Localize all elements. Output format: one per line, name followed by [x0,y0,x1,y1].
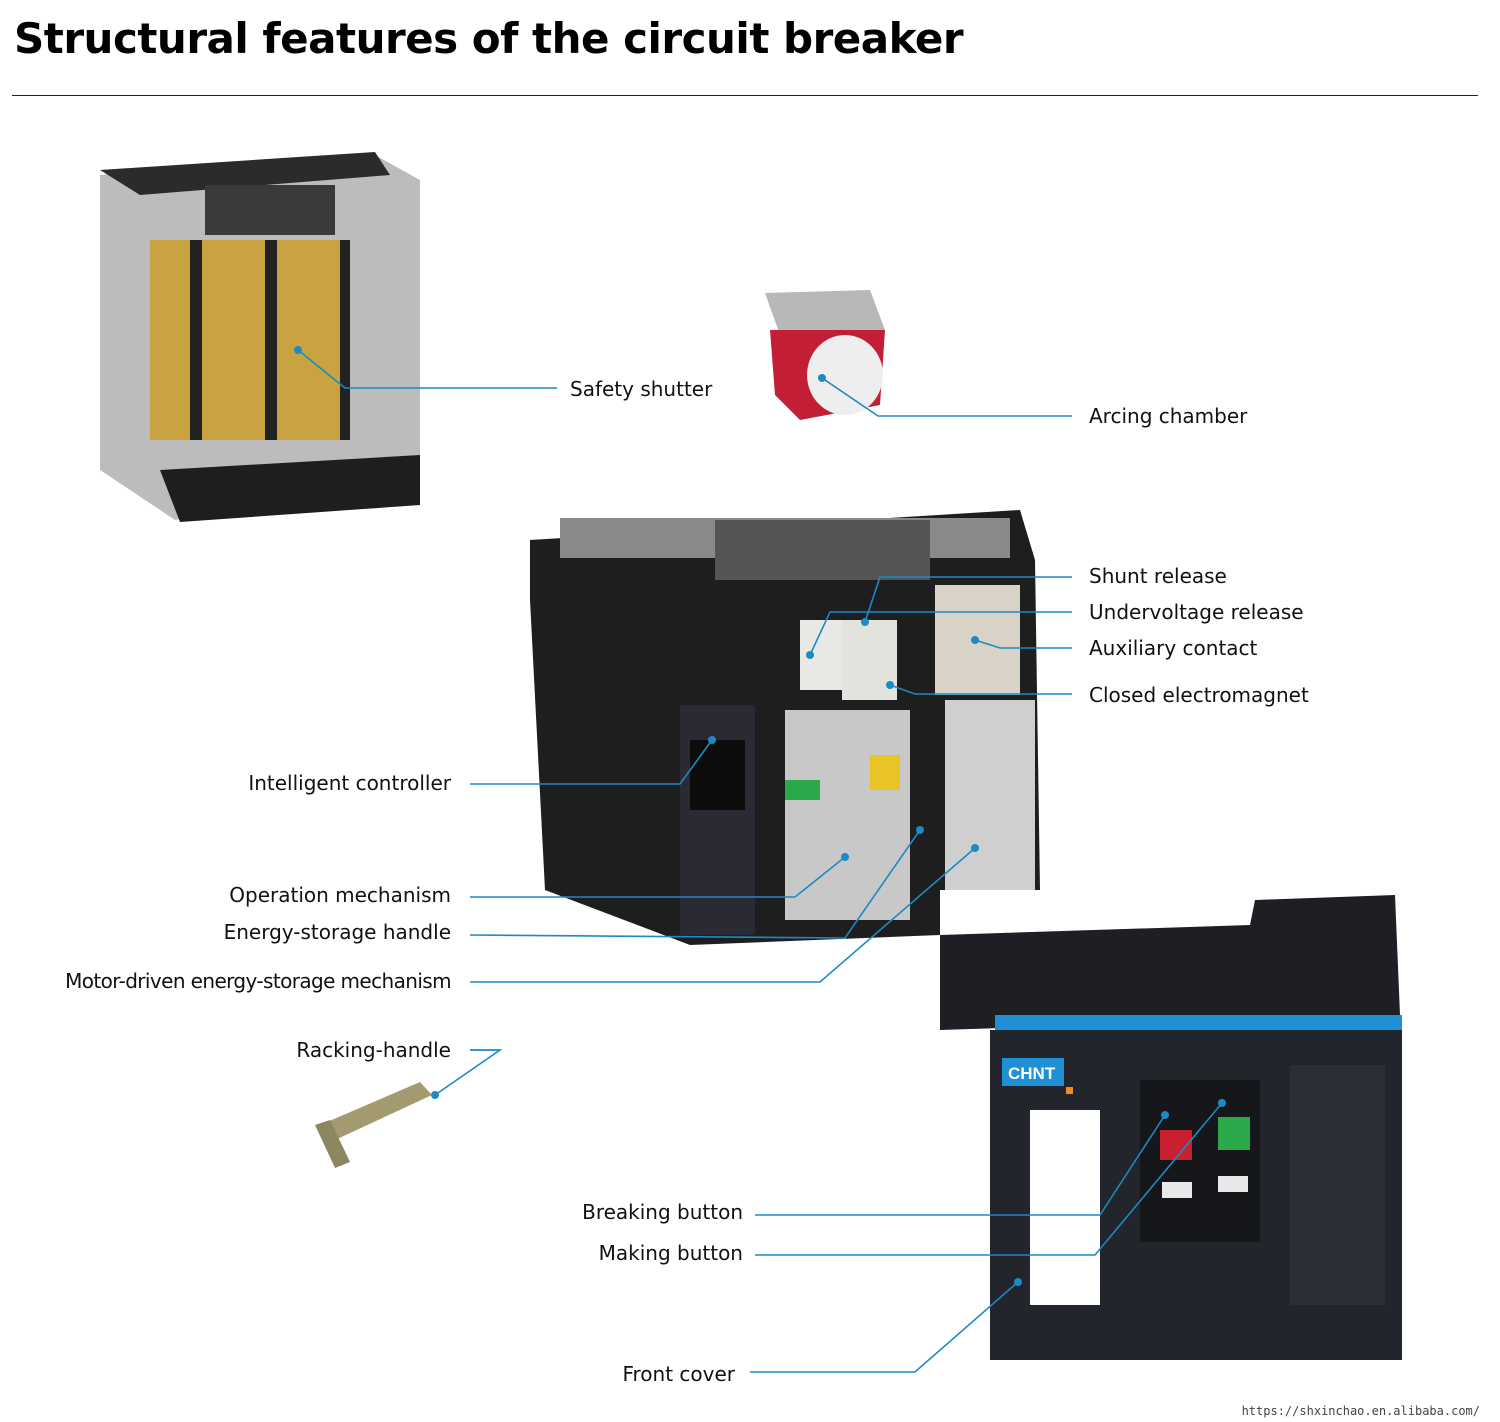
page-title: Structural features of the circuit break… [14,14,964,63]
label-energy-storage-handle: Energy-storage handle [223,920,451,944]
leader-making-button [755,1102,1223,1256]
front-cover-image [940,895,1402,1360]
label-operation-mechanism: Operation mechanism [229,883,451,907]
label-arcing-chamber: Arcing chamber [1089,404,1248,428]
arcing-chamber-image [765,290,885,420]
drawout-chassis-image [100,152,420,522]
label-shunt-release: Shunt release [1089,564,1227,588]
title-divider [12,95,1478,96]
label-racking-handle: Racking-handle [296,1038,451,1062]
label-intelligent-controller: Intelligent controller [248,771,451,795]
watermark-url: https://shxinchao.en.alibaba.com/ [1241,1404,1480,1418]
leader-operation-mechanism [470,856,846,898]
leader-dots [294,346,1226,1286]
leader-undervoltage-release [809,611,1072,656]
label-safety-shutter: Safety shutter [570,377,713,401]
leader-front-cover [750,1281,1019,1373]
leader-arcing-chamber [821,377,1072,417]
leader-auxiliary-contact [974,639,1072,649]
label-front-cover: Front cover [622,1362,735,1386]
leader-energy-storage-handle [469,829,921,939]
label-breaking-button: Breaking button [582,1200,743,1224]
leader-shunt-release [864,576,1072,623]
leader-racking-handle-diag [434,1049,503,1096]
leader-intelligent-controller [470,739,713,785]
label-undervoltage-release: Undervoltage release [1089,600,1304,624]
label-auxiliary-contact: Auxiliary contact [1089,636,1258,660]
leader-lines [297,349,1223,1373]
label-closed-electromagnet: Closed electromagnet [1089,683,1309,707]
leader-breaking-button [755,1114,1166,1216]
leader-motor-driven [470,847,976,983]
leader-closed-electromagnet [889,684,1072,695]
racking-handle-image [315,1082,432,1168]
label-making-button: Making button [598,1241,743,1265]
circuit-breaker-image [530,510,1040,945]
leader-safety-shutter [297,349,557,389]
brand-logo: CHNT [1008,1064,1056,1083]
label-motor-driven-mechanism: Motor-driven energy-storage mechanism [65,969,452,993]
